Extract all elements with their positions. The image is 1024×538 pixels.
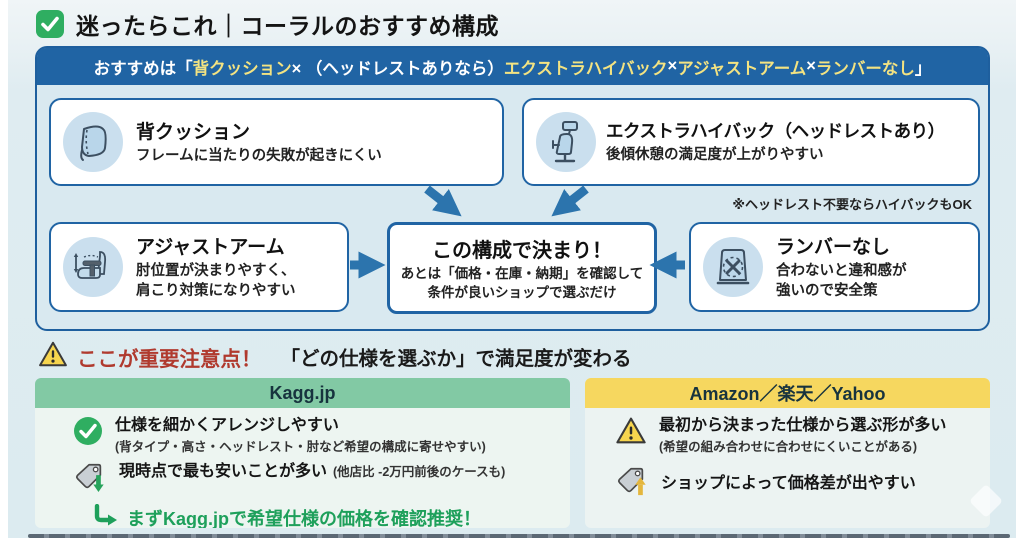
- check-circle-icon: [73, 416, 103, 451]
- desc-line1: 合わないと違和感が: [776, 263, 907, 280]
- desc-line1: あとは「価格・在庫・納期」を確認して: [400, 265, 644, 281]
- highback-chair-icon: [536, 112, 596, 172]
- warning-triangle-icon: [38, 340, 68, 373]
- banner-sep1: × （ヘッドレストありなら）: [291, 59, 504, 78]
- highback-note: ※ヘッドレスト不要ならハイバックもOK: [732, 197, 972, 212]
- adjust-arm-icon: [63, 237, 123, 297]
- box-title: ランバーなし: [776, 237, 891, 259]
- point-text: 仕様を細かくアレンジしやすい (背タイプ・高さ・ヘッドレスト・肘など希望の構成に…: [115, 416, 486, 455]
- box-back-cushion: 背クッション フレームに当たりの失敗が起きにくい: [49, 98, 504, 186]
- panel-kagg: Kagg.jp 仕様を細かくアレンジしやすい (背タイプ・高さ・ヘッドレスト・肘…: [35, 378, 570, 528]
- point-sub: (希望の組み合わせに合わせにくいことがある): [659, 440, 918, 454]
- box-text: アジャストアーム 肘位置が決まりやすく、 肩こり対策になりやすい: [136, 232, 296, 301]
- conclusion-title: この構成で決まり！: [432, 239, 612, 262]
- check-icon: [35, 9, 65, 39]
- point-title: 仕様を細かくアレンジしやすい: [115, 417, 339, 434]
- page-title: 迷ったらこれ｜コーラルのおすすめ構成: [76, 13, 499, 39]
- banner-lead: おすすめは「: [93, 59, 193, 78]
- warning-emphasis: ここが重要注意点！: [77, 347, 262, 371]
- panel-kagg-header: Kagg.jp: [35, 378, 570, 408]
- warning-rest: 「どの仕様を選ぶか」で満足度が変わる: [280, 348, 632, 370]
- box-text: エクストラハイバック（ヘッドレストあり） 後傾休憩の満足度が上がりやすい: [606, 118, 945, 166]
- left-margin: [0, 0, 8, 538]
- banner-keyword-cushion: 背クッション: [192, 59, 292, 78]
- point-text: 現時点で最も安いことが多い (他店比 -2万円前後のケースも): [119, 461, 505, 482]
- warning-heading: ここが重要注意点！ 「どの仕様を選ぶか」で満足度が変わる: [38, 340, 632, 373]
- point-title: 現時点で最も安いことが多い: [119, 463, 328, 480]
- desc-line2: 肩こり対策になりやすい: [136, 283, 296, 299]
- box-title: アジャストアーム: [136, 237, 285, 259]
- banner-sep3: ×: [806, 57, 816, 75]
- cushion-icon: [63, 112, 123, 172]
- kagg-point2: 現時点で最も安いことが多い (他店比 -2万円前後のケースも): [35, 455, 570, 498]
- return-arrow-icon: [93, 503, 119, 528]
- point-text: 最初から決まった仕様から選ぶ形が多い (希望の組み合わせに合わせにくいことがある…: [659, 416, 946, 455]
- panel-marketplace: Amazon／楽天／Yahoo 最初から決まった仕様から選ぶ形が多い (希望の組…: [585, 378, 990, 528]
- panel-marketplace-header: Amazon／楽天／Yahoo: [585, 378, 990, 408]
- banner-keyword-lumbar: ランバーなし: [815, 59, 915, 78]
- box-conclusion: この構成で決まり！ あとは「価格・在庫・納期」を確認して 条件が良いショップで選…: [387, 222, 657, 314]
- box-adjust-arm: アジャストアーム 肘位置が決まりやすく、 肩こり対策になりやすい: [49, 222, 349, 312]
- box-desc: 肘位置が決まりやすく、 肩こり対策になりやすい: [136, 262, 296, 301]
- point-title: ショップによって価格差が出やすい: [661, 474, 916, 492]
- kagg-cta: まずKagg.jpで希望仕様の価格を確認推奨！: [35, 498, 570, 528]
- marketplace-point1: 最初から決まった仕様から選ぶ形が多い (希望の組み合わせに合わせにくいことがある…: [585, 408, 990, 455]
- conclusion-desc: あとは「価格・在庫・納期」を確認して 条件が良いショップで選ぶだけ: [401, 265, 644, 303]
- banner-keyword-highback: エクストラハイバック: [503, 59, 668, 78]
- recommendation-diagram: おすすめは「背クッション × （ヘッドレストありなら）エクストラハイバック × …: [35, 46, 990, 331]
- box-extra-highback: エクストラハイバック（ヘッドレストあり） 後傾休憩の満足度が上がりやすい: [522, 98, 980, 186]
- price-tag-up-icon: [615, 465, 649, 502]
- price-tag-down-icon: [73, 461, 107, 498]
- banner-keyword-arm: アジャストアーム: [677, 59, 807, 78]
- banner-close: 」: [914, 59, 932, 78]
- marketplace-point2: ショップによって価格差が出やすい: [585, 455, 990, 502]
- point-sub: (他店比 -2万円前後のケースも): [333, 465, 506, 479]
- kagg-cta-text: まずKagg.jpで希望仕様の価格を確認推奨！: [127, 508, 481, 529]
- point-sub: (背タイプ・高さ・ヘッドレスト・肘など希望の構成に寄せやすい): [115, 440, 486, 454]
- recommendation-banner: おすすめは「背クッション × （ヘッドレストありなら）エクストラハイバック × …: [37, 48, 988, 85]
- box-desc: 後傾休憩の満足度が上がりやすい: [606, 147, 824, 164]
- title-bar: 迷ったらこれ｜コーラルのおすすめ構成: [35, 7, 499, 41]
- kagg-point1: 仕様を細かくアレンジしやすい (背タイプ・高さ・ヘッドレスト・肘など希望の構成に…: [35, 408, 570, 455]
- point-title: 最初から決まった仕様から選ぶ形が多い: [659, 417, 947, 434]
- lumbar-none-icon: [703, 237, 763, 297]
- box-desc: 合わないと違和感が 強いので安全策: [776, 262, 907, 301]
- bottom-crop-edge: [28, 534, 1010, 538]
- banner-sep2: ×: [667, 57, 678, 75]
- warning-triangle-icon: [615, 416, 647, 450]
- box-title: エクストラハイバック（ヘッドレストあり）: [606, 121, 945, 142]
- desc-line2: 強いので安全策: [776, 283, 878, 299]
- right-margin: [1016, 0, 1024, 538]
- box-no-lumbar: ランバーなし 合わないと違和感が 強いので安全策: [689, 222, 980, 312]
- desc-line2: 条件が良いショップで選ぶだけ: [427, 284, 617, 300]
- box-text: ランバーなし 合わないと違和感が 強いので安全策: [776, 232, 907, 301]
- box-text: 背クッション フレームに当たりの失敗が起きにくい: [136, 117, 382, 167]
- desc-line1: 肘位置が決まりやすく、: [136, 263, 296, 280]
- box-desc: フレームに当たりの失敗が起きにくい: [136, 148, 382, 165]
- box-title: 背クッション: [136, 122, 251, 144]
